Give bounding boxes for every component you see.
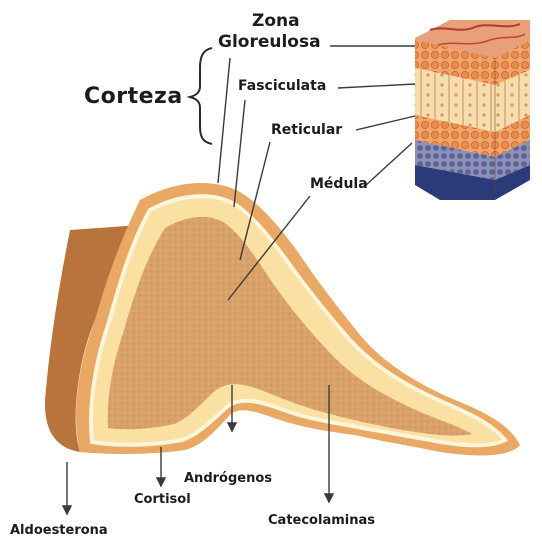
corteza-label: Corteza [84, 86, 183, 108]
glomerulosa-label: Gloreulosa [218, 34, 321, 51]
medula-label: Médula [310, 177, 368, 191]
corteza-brace [190, 48, 212, 144]
androgenos-label: Andrógenos [184, 472, 272, 485]
fasciculata-pointer-block [338, 84, 415, 88]
zona-label: Zona [252, 13, 300, 30]
reticular-label: Reticular [271, 123, 342, 137]
tissue-block [415, 20, 530, 200]
catecolaminas-label: Catecolaminas [268, 514, 375, 527]
glomerulosa-pointer-gland [218, 58, 230, 183]
reticular-pointer-block [356, 116, 415, 130]
medula-pointer-block [365, 143, 412, 186]
fasciculata-label: Fasciculata [238, 79, 326, 93]
cortisol-label: Cortisol [134, 493, 191, 506]
aldosterona-label: Aldoesterona [10, 524, 108, 537]
fasciculata-pointer-gland [234, 100, 245, 207]
